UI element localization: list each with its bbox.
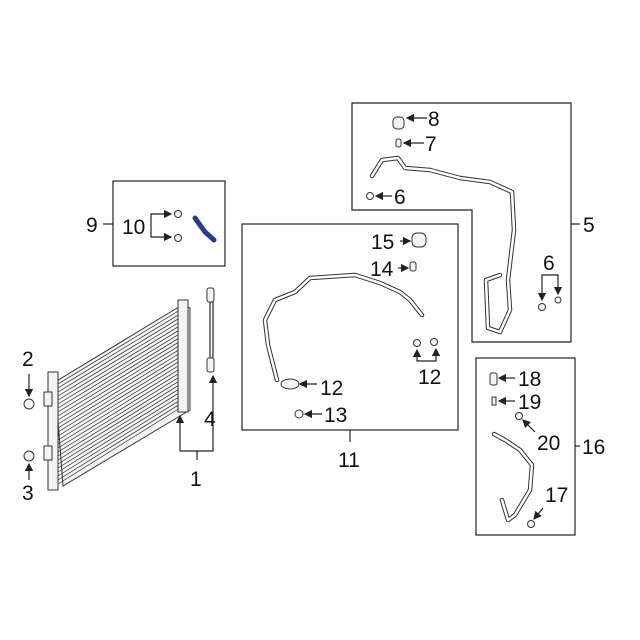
callout-4: 4 [204, 408, 216, 431]
condenser-fin [57, 399, 181, 477]
callout-20: 20 [537, 432, 560, 455]
condenser-fin [57, 348, 181, 425]
group-box-11 [241, 223, 459, 431]
group-box-5 [351, 102, 572, 343]
callout-8: 8 [428, 108, 440, 131]
condenser-fin [57, 392, 181, 469]
condenser-fin [57, 309, 181, 385]
condenser-fin [57, 356, 181, 433]
callout-12: 12 [418, 366, 441, 389]
condenser-fin [57, 388, 181, 465]
condenser-fin [57, 368, 181, 445]
condenser-fin [57, 341, 181, 417]
callout-5: 5 [583, 214, 595, 237]
condenser-fin [57, 372, 181, 449]
callout-1: 1 [190, 468, 202, 491]
condenser-fin [57, 407, 181, 485]
condenser-fin [57, 313, 181, 389]
callout-17: 17 [545, 484, 568, 507]
condenser-part-1[interactable] [43, 299, 191, 491]
condenser-fin [57, 364, 181, 441]
condenser-fin [57, 337, 181, 413]
callout-10: 10 [122, 216, 145, 239]
condenser-fin [57, 403, 181, 481]
callout-3: 3 [22, 482, 34, 505]
callout-12: 12 [320, 377, 343, 400]
callout-7: 7 [425, 133, 437, 156]
nut-part-2[interactable] [23, 398, 35, 410]
condenser-fin [57, 352, 181, 429]
callout-2: 2 [22, 348, 34, 371]
condenser-fin [57, 325, 181, 401]
receiver-drier-part-4[interactable] [206, 287, 215, 373]
condenser-fin [57, 360, 181, 437]
callout-16: 16 [582, 436, 605, 459]
callout-14: 14 [370, 258, 394, 281]
callout-6: 6 [394, 186, 406, 209]
condenser-fin [57, 344, 181, 421]
callout-19: 19 [518, 391, 541, 414]
condenser-fin [57, 395, 181, 473]
condenser-fin [57, 317, 181, 393]
callout-6: 6 [543, 252, 555, 275]
callout-11: 11 [338, 449, 360, 472]
condenser-fin [57, 376, 181, 453]
nut-part-3[interactable] [23, 450, 35, 462]
condenser-fin [57, 380, 181, 457]
callout-13: 13 [324, 404, 347, 427]
callout-9: 9 [86, 214, 98, 237]
sensor-part-9[interactable] [192, 215, 217, 243]
condenser-fin [57, 333, 181, 409]
condenser-fin [57, 329, 181, 405]
callout-15: 15 [371, 231, 394, 254]
condenser-fin [57, 321, 181, 397]
condenser-fin [57, 384, 181, 461]
callout-18: 18 [518, 368, 541, 391]
